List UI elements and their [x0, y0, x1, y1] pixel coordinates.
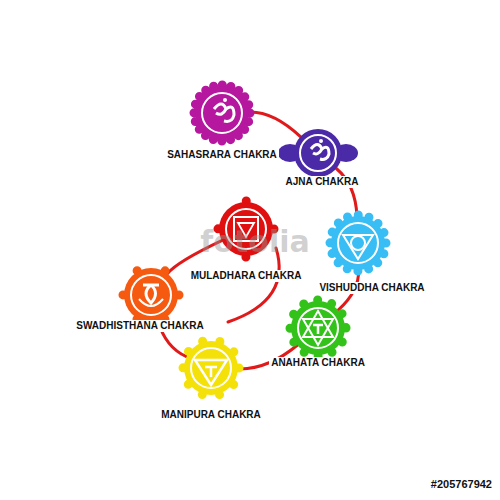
chakra-label: SAHASRARA CHAKRA: [165, 149, 279, 161]
anahata-chakra: ANAHATA CHAKRA: [291, 301, 345, 355]
chakra-label: MANIPURA CHAKRA: [159, 409, 263, 421]
manipura-chakra: MANIPURA CHAKRA: [184, 341, 238, 395]
swadhisthana-symbol: [123, 267, 179, 323]
chakra-label: VISHUDDHA CHAKRA: [317, 282, 426, 294]
stock-id: #205767942: [431, 478, 492, 490]
vishuddha-chakra: VISHUDDHA CHAKRA: [331, 216, 385, 270]
anahata-symbol: [290, 300, 346, 356]
vishuddha-symbol: [330, 215, 386, 271]
ajna-symbol: [278, 129, 358, 177]
chakra-label: AJNA CHAKRA: [284, 176, 361, 188]
manipura-symbol: [183, 340, 239, 396]
chakra-label: SWADHISTHANA CHAKRA: [74, 320, 205, 332]
swadhisthana-chakra: SWADHISTHANA CHAKRA: [124, 268, 178, 322]
ajna-chakra: AJNA CHAKRA: [294, 129, 342, 177]
sahasrara-symbol: [194, 85, 250, 141]
spiral-connector: [249, 112, 300, 137]
sahasrara-chakra: SAHASRARA CHAKRA: [195, 86, 249, 140]
chakra-label: MULADHARA CHAKRA: [189, 270, 304, 282]
chakra-label: ANAHATA CHAKRA: [269, 357, 367, 369]
watermark: fotolia: [200, 224, 309, 259]
spiral-tail: [228, 248, 279, 322]
